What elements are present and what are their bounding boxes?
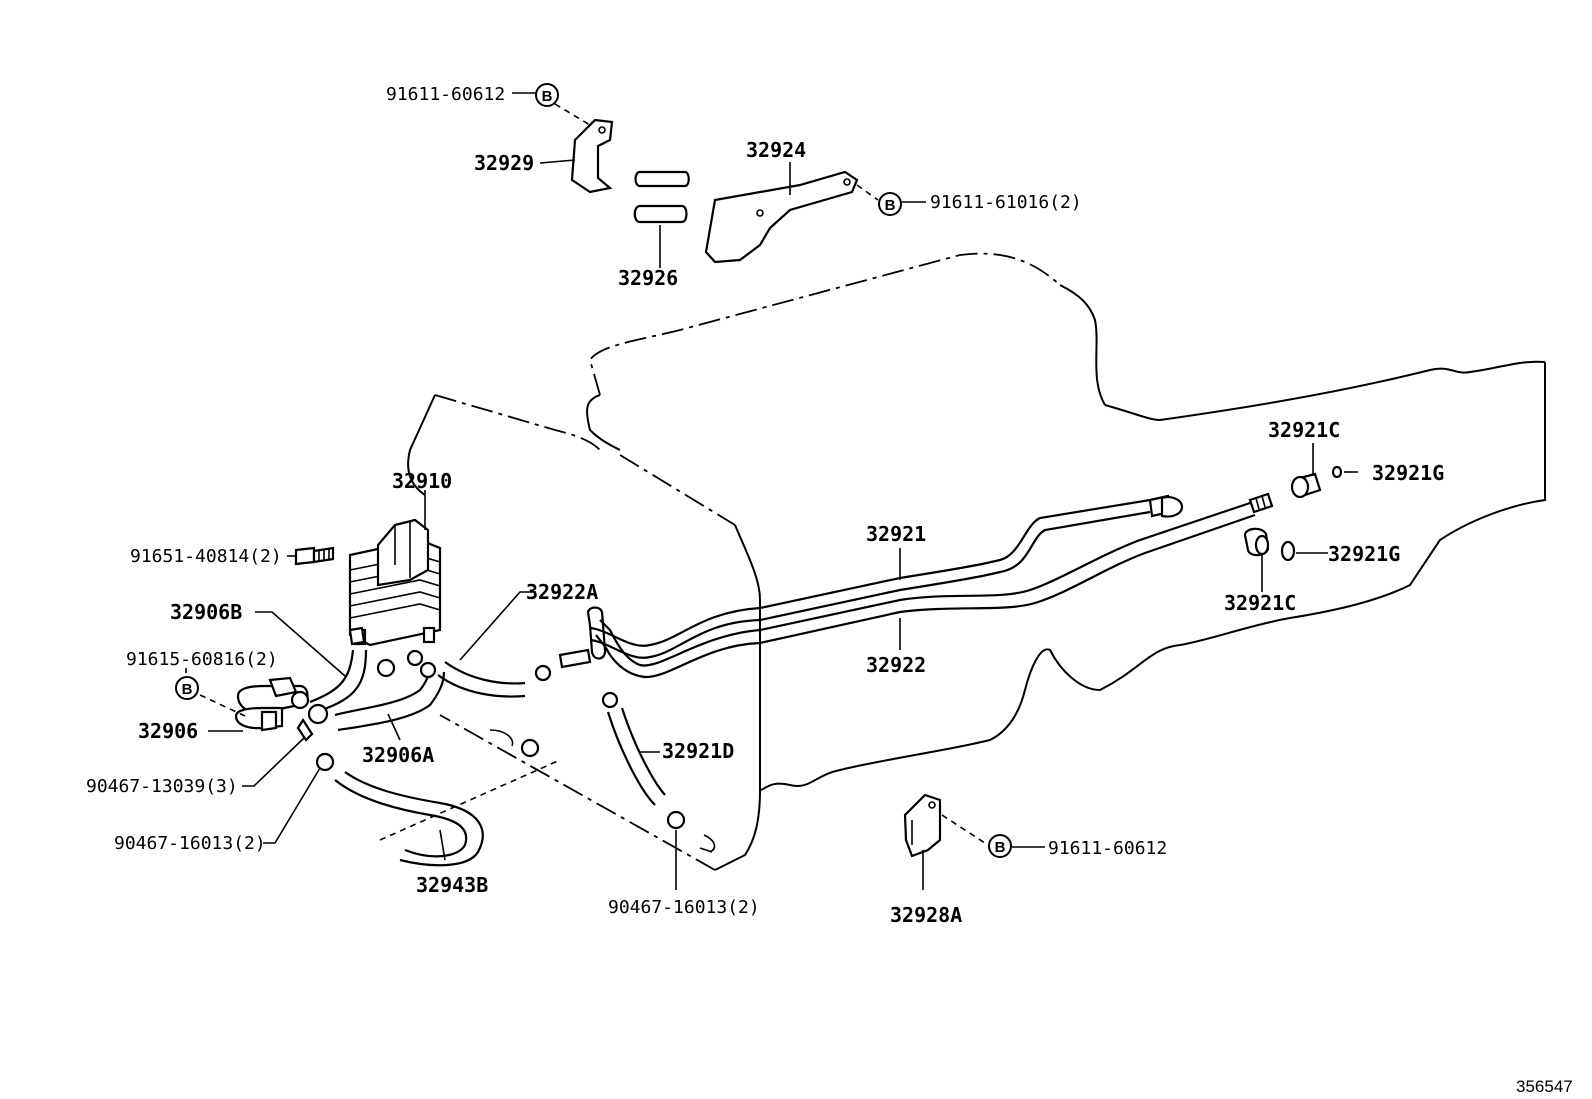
- valve-32906: [234, 676, 329, 742]
- pipe-32922: [558, 492, 1274, 679]
- label-32906: 32906: [138, 719, 198, 743]
- label-90467-16013-left: 90467-16013(2): [114, 833, 266, 854]
- label-32921C-top: 32921C: [1268, 418, 1340, 442]
- bracket-32924: [704, 170, 859, 264]
- bracket-32928A: [903, 793, 942, 858]
- clamps: [315, 626, 716, 853]
- label-91651-40814: 91651-40814(2): [130, 546, 282, 567]
- bolt-marker-valve: B: [175, 676, 199, 700]
- sleeves-32926: [633, 170, 690, 224]
- label-90467-16013-bottom: 90467-16013(2): [608, 897, 760, 918]
- label-91611-61016: 91611-61016(2): [930, 192, 1082, 213]
- label-32924: 32924: [746, 138, 806, 162]
- leader-lines: [185, 92, 1358, 890]
- label-32906B: 32906B: [170, 600, 242, 624]
- oil-cooler: [348, 518, 442, 647]
- label-32921: 32921: [866, 522, 926, 546]
- label-32928A: 32928A: [890, 903, 962, 927]
- bolt-91651-40814-part: [294, 546, 335, 566]
- bolt-marker-bottom: B: [988, 834, 1012, 858]
- oring-32921G-bottom: [1280, 540, 1296, 562]
- engine-outline: [407, 252, 1546, 871]
- hose-32906B: [309, 649, 368, 712]
- reference-number: 356547: [1516, 1077, 1573, 1096]
- bolt-marker-32924: B: [878, 192, 902, 216]
- label-32921G-bottom: 32921G: [1328, 542, 1400, 566]
- label-32926: 32926: [618, 266, 678, 290]
- label-32921G-top: 32921G: [1372, 461, 1444, 485]
- label-32921C-bottom: 32921C: [1224, 591, 1296, 615]
- label-32921D: 32921D: [662, 739, 734, 763]
- label-91615-60816: 91615-60816(2): [126, 649, 278, 670]
- svg-text:B: B: [995, 839, 1006, 856]
- fitting-32921C-bottom: [1243, 527, 1270, 557]
- label-32906A: 32906A: [362, 743, 434, 767]
- label-91611-60612-top: 91611-60612: [386, 84, 505, 105]
- guide-32943B: [379, 759, 561, 841]
- bracket-32929: [570, 118, 614, 194]
- svg-text:B: B: [542, 88, 553, 105]
- label-32922A: 32922A: [526, 580, 598, 604]
- label-91611-60612-bottom: 91611-60612: [1048, 838, 1167, 859]
- label-32910: 32910: [392, 469, 452, 493]
- fitting-32921C-top: [1290, 472, 1322, 499]
- svg-text:B: B: [182, 681, 193, 698]
- svg-text:B: B: [885, 197, 896, 214]
- hose-32921D: [606, 707, 666, 806]
- oring-32921G-top: [1331, 465, 1343, 479]
- hose-32943B: [334, 771, 484, 867]
- hose-32922A: [437, 661, 526, 698]
- label-90467-13039: 90467-13039(3): [86, 776, 238, 797]
- label-32922: 32922: [866, 653, 926, 677]
- label-32943B: 32943B: [416, 873, 488, 897]
- pipe-32921: [589, 494, 1184, 659]
- bolt-marker-top: B: [535, 83, 559, 107]
- label-32929: 32929: [474, 151, 534, 175]
- guide-valve-bolt: [199, 694, 246, 717]
